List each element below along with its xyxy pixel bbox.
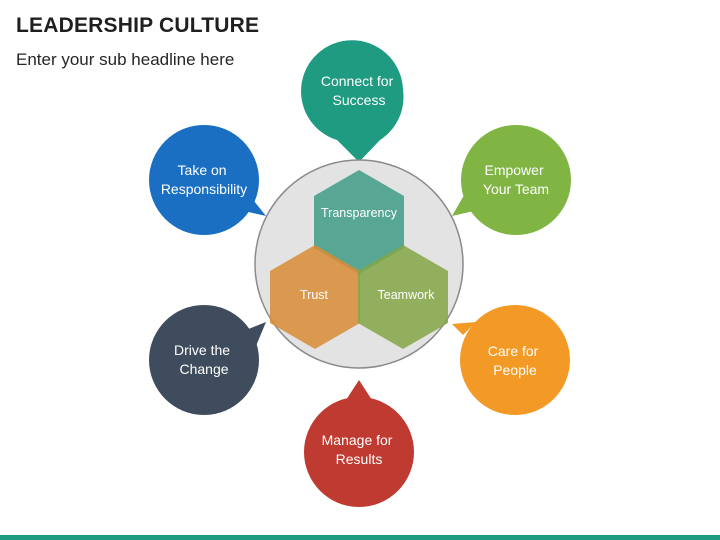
hexagon-transparency: [314, 170, 404, 274]
bubble-care-tail: [452, 322, 476, 335]
bubble-drive-tail: [246, 322, 266, 346]
bubble-connect-line-2: Success: [333, 92, 386, 108]
bubble-take-line-2: Responsibility: [161, 181, 247, 197]
hexagon-transparency-label: Transparency: [321, 206, 398, 220]
svg-text:Manage for Results: Manage for Results: [322, 432, 397, 467]
svg-text:Care for People: Care for People: [488, 343, 542, 378]
bubble-connect-line-1: Connect for: [321, 73, 394, 89]
bubble-drive-line-2: Change: [179, 361, 228, 377]
svg-text:Connect for Success: Connect for Success: [321, 73, 397, 108]
footer-accent-bar: [0, 535, 720, 540]
bubble-care-shape: [460, 305, 570, 415]
bubble-connect: Connect for Success: [301, 40, 404, 163]
hexagon-trust: [270, 245, 360, 349]
bubble-take-tail: [240, 196, 266, 216]
bubble-drive: Drive the Change: [149, 305, 266, 415]
bubble-take-shape: [149, 125, 259, 235]
bubble-empower-shape: [461, 125, 571, 235]
bubble-drive-line-1: Drive the: [174, 342, 230, 358]
bubble-manage-line-1: Manage for: [322, 432, 393, 448]
bubble-care-line-2: People: [493, 362, 537, 378]
svg-text:Take on Responsibility: Take on Responsibility: [161, 162, 247, 197]
bubble-empower-tail: [452, 190, 478, 216]
bubble-manage-shape: [304, 397, 414, 507]
svg-text:Drive the Change: Drive the Change: [174, 342, 234, 377]
bubble-connect-shape: [301, 40, 404, 163]
bubble-take-line-1: Take on: [178, 162, 227, 178]
bubble-empower-line-2: Your Team: [483, 181, 549, 197]
bubble-manage: Manage for Results: [304, 380, 414, 507]
hexagon-group: Transparency Trust Teamwork: [270, 170, 448, 349]
hexagon-trust-label: Trust: [300, 288, 329, 302]
page-subtitle: Enter your sub headline here: [16, 50, 235, 69]
svg-text:Empower Your Team: Empower Your Team: [483, 162, 549, 197]
bubble-empower-line-1: Empower: [484, 162, 543, 178]
hexagon-teamwork: [358, 245, 448, 349]
bubble-manage-tail: [346, 380, 372, 400]
bubble-manage-line-2: Results: [336, 451, 383, 467]
page-title: LEADERSHIP CULTURE: [16, 14, 260, 37]
bubble-take: Take on Responsibility: [149, 125, 266, 235]
hexagon-teamwork-label: Teamwork: [378, 288, 436, 302]
bubble-care-line-1: Care for: [488, 343, 539, 359]
bubble-empower: Empower Your Team: [452, 125, 571, 235]
bubble-drive-shape: [149, 305, 259, 415]
bubble-care: Care for People: [452, 305, 570, 415]
